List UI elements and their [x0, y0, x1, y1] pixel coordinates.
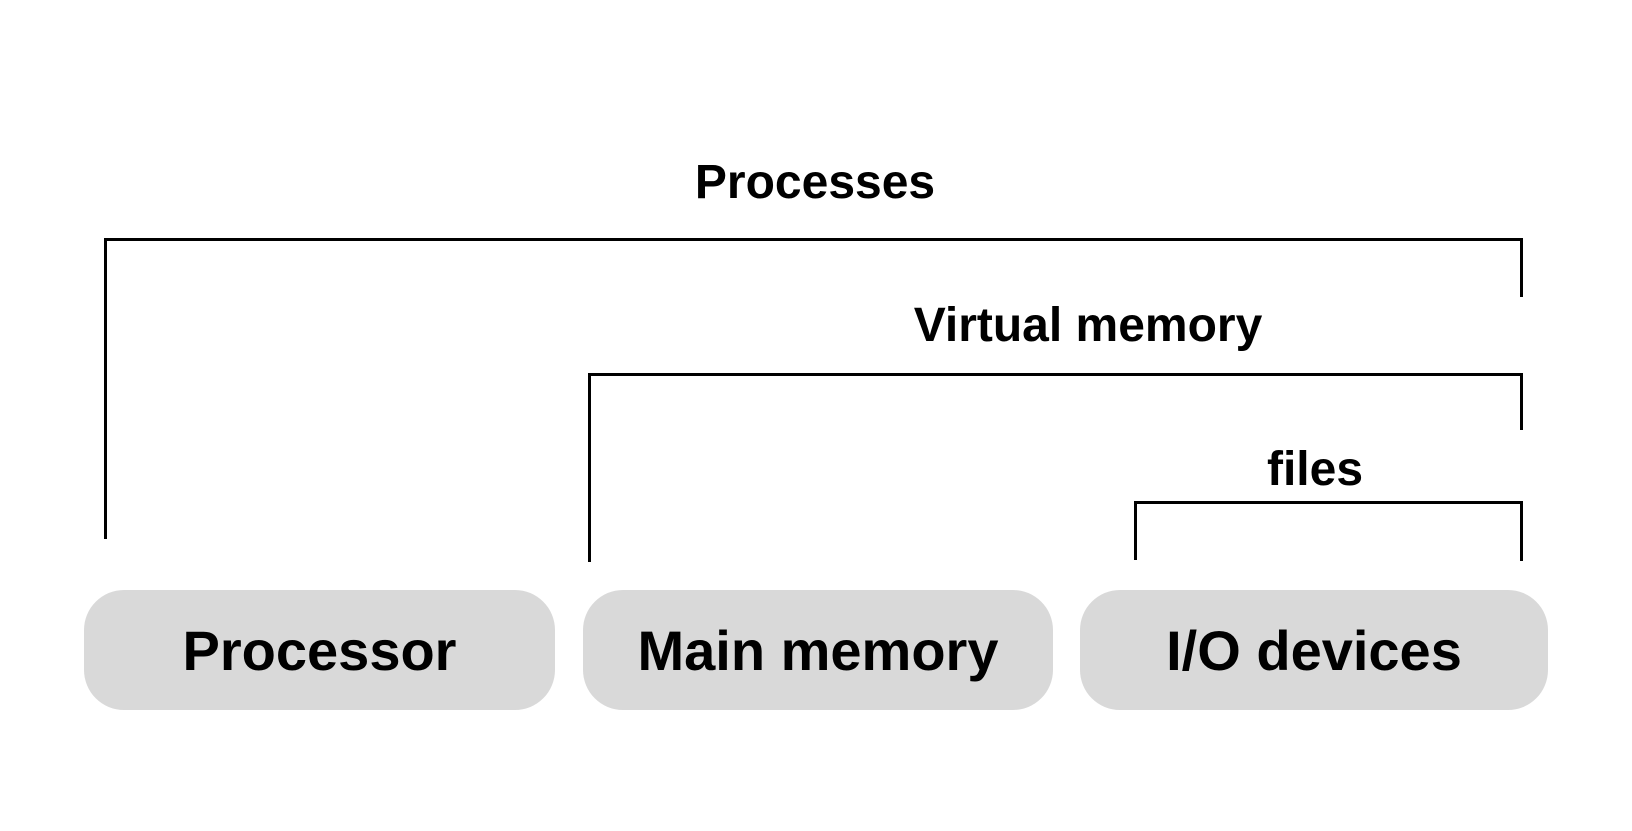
virtual-memory-bracket-top-line: [588, 373, 1523, 376]
processor-box: Processor: [84, 590, 555, 710]
files-bracket-top-line: [1134, 501, 1523, 504]
files-bracket-right-tick: [1520, 501, 1523, 561]
processes-bracket-right-tick: [1520, 238, 1523, 297]
files-label: files: [1266, 443, 1364, 496]
files-bracket-left-line: [1134, 501, 1137, 560]
io-devices-box: I/O devices: [1080, 590, 1548, 710]
processor-box-label: Processor: [182, 618, 457, 682]
virtual-memory-label: Virtual memory: [913, 299, 1263, 352]
processes-bracket-left-line: [104, 238, 107, 539]
main-memory-box: Main memory: [583, 590, 1053, 710]
main-memory-box-label: Main memory: [637, 618, 999, 682]
virtual-memory-bracket-right-tick: [1520, 373, 1523, 430]
processes-bracket-top-line: [104, 238, 1523, 241]
processes-label: Processes: [694, 156, 936, 209]
virtual-memory-bracket-left-line: [588, 373, 591, 562]
io-devices-box-label: I/O devices: [1166, 618, 1462, 682]
